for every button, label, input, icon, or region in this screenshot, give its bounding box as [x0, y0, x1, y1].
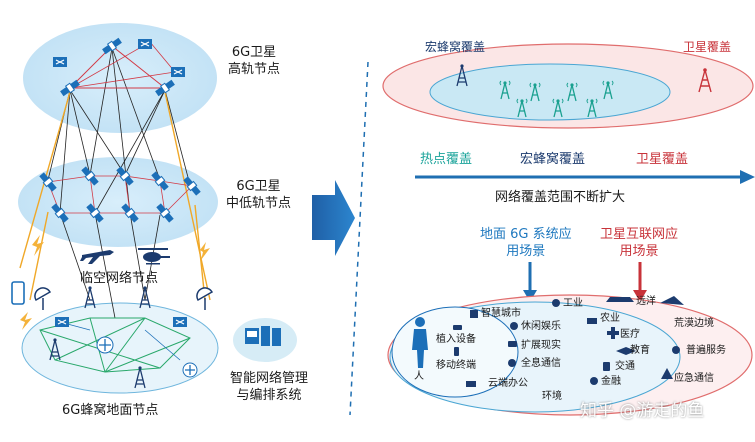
range-satellite: 卫星覆盖 — [636, 152, 689, 167]
satellite-tower-icon — [698, 68, 712, 93]
person-label: 人 — [414, 371, 424, 382]
app-industry: 工业 — [563, 298, 583, 309]
ground-scenarios-title: 地面 6G 系统应用场景 — [480, 227, 572, 259]
panel-divider — [349, 61, 369, 416]
relay-node-icon — [170, 66, 186, 78]
app-universal-service: 普遍服务 — [686, 345, 726, 356]
high-orbit-ring — [68, 45, 167, 89]
inter-orbit-links — [47, 47, 191, 214]
app-cloud-office: 云端办公 — [488, 378, 528, 389]
app-finance: 金融 — [601, 376, 621, 387]
app-mobile-terminal: 移动终端 — [436, 360, 476, 371]
ground-node-label: 6G蜂窝地面节点 — [62, 403, 159, 418]
macro-coverage-ellipse — [429, 63, 671, 121]
network-management-label: 智能网络管理与编排系统 — [230, 371, 309, 403]
app-desert-border: 荒漠边境 — [674, 318, 714, 329]
app-ocean: 远洋 — [636, 296, 656, 307]
helicopter-icon — [138, 248, 170, 265]
app-transport: 交通 — [615, 361, 635, 372]
air-network-label: 临空网络节点 — [80, 271, 159, 286]
satellite-coverage-label: 卫星覆盖 — [683, 40, 732, 54]
app-emergency-comm: 应急通信 — [674, 373, 714, 384]
macro-coverage-label: 宏蜂窝覆盖 — [425, 40, 486, 54]
person-icon — [412, 317, 428, 368]
app-leisure: 休闲娱乐 — [521, 321, 561, 332]
app-medical: 医疗 — [620, 329, 640, 340]
server-icon — [245, 326, 281, 346]
satellite-scenarios-title: 卫星互联网应用场景 — [600, 227, 679, 259]
app-environment: 环境 — [542, 391, 562, 402]
phone-icon — [11, 281, 25, 305]
base-station-icon — [54, 316, 70, 328]
transition-arrow — [312, 180, 355, 256]
app-smart-city: 智慧城市 — [481, 308, 521, 319]
satellite-dish-icon — [34, 287, 214, 310]
relay-node-icon — [137, 38, 153, 50]
mid-ground-links — [59, 212, 161, 319]
app-holographic-comm: 全息通信 — [521, 358, 561, 369]
range-caption: 网络覆盖范围不断扩大 — [495, 190, 626, 205]
range-macro: 宏蜂窝覆盖 — [520, 152, 586, 167]
range-hotspot: 热点覆盖 — [420, 152, 473, 167]
app-agriculture: 农业 — [600, 313, 620, 324]
ground-network-area — [21, 302, 219, 394]
app-icons — [453, 296, 684, 387]
app-access-device: 植入设备 — [436, 334, 476, 345]
high-orbit-label: 6G卫星高轨节点 — [228, 45, 281, 77]
mid-orbit-label: 6G卫星中低轨节点 — [226, 179, 292, 211]
relay-node-icon — [52, 56, 68, 68]
app-education: 教育 — [630, 345, 650, 356]
app-extended-reality: 扩展现实 — [521, 340, 561, 351]
base-station-icon — [172, 316, 188, 328]
airplane-icon — [80, 250, 114, 264]
lightning-icon — [20, 235, 210, 330]
watermark: 知乎 @游走的鱼 — [580, 401, 705, 421]
high-orbit-cloud — [23, 23, 217, 133]
